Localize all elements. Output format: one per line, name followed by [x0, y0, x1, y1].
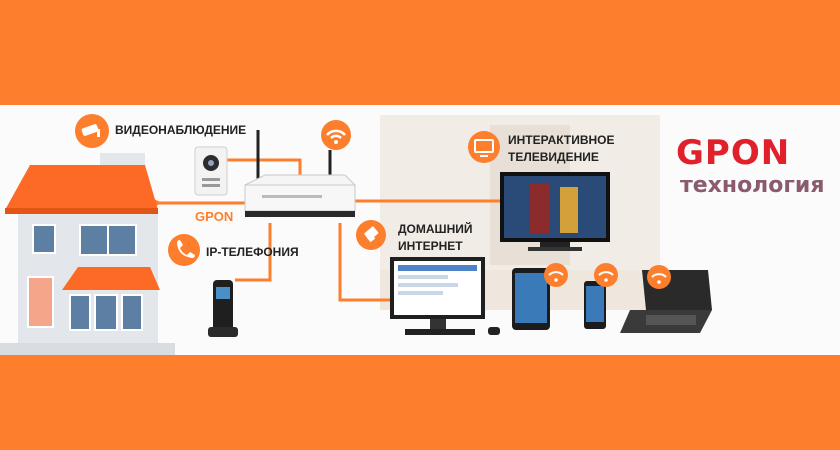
house-illustration — [0, 153, 175, 355]
top-orange-band — [0, 0, 840, 105]
intercom-device — [194, 146, 228, 196]
connection-lines — [150, 158, 505, 302]
cctv-icon — [75, 114, 109, 148]
router-device — [244, 130, 357, 217]
diagram-panel: ВИДЕОНАБЛЮДЕНИЕ GPON IP-ТЕЛЕФОНИЯ ИНТЕРА… — [0, 105, 840, 355]
desktop-computer — [390, 257, 500, 335]
wifi-icon — [594, 263, 618, 287]
phone-icon — [168, 234, 200, 266]
tablet — [512, 268, 550, 330]
ip-telephony-label: IP-ТЕЛЕФОНИЯ — [206, 245, 299, 259]
gpon-line-label: GPON — [195, 209, 234, 224]
video-surveillance-label: ВИДЕОНАБЛЮДЕНИЕ — [115, 123, 247, 137]
interactive-tv-label-line2: ТЕЛЕВИДЕНИЕ — [508, 150, 599, 164]
smartphone — [584, 281, 606, 329]
network-illustration — [0, 105, 840, 355]
usb-icon — [356, 220, 386, 250]
home-internet-label-line1: ДОМАШНИЙ — [398, 222, 473, 236]
interactive-tv-label-line1: ИНТЕРАКТИВНОЕ — [508, 133, 615, 147]
home-internet-label-line2: ИНТЕРНЕТ — [398, 239, 463, 253]
brand-subtitle: технология — [680, 173, 825, 198]
cordless-phone — [208, 280, 238, 337]
wifi-icon — [321, 120, 351, 150]
wifi-icon — [647, 265, 671, 289]
brand-title: GPON — [676, 133, 791, 173]
tv-icon — [468, 131, 500, 163]
television — [500, 172, 610, 251]
bottom-orange-band — [0, 355, 840, 450]
wifi-icon — [544, 263, 568, 287]
